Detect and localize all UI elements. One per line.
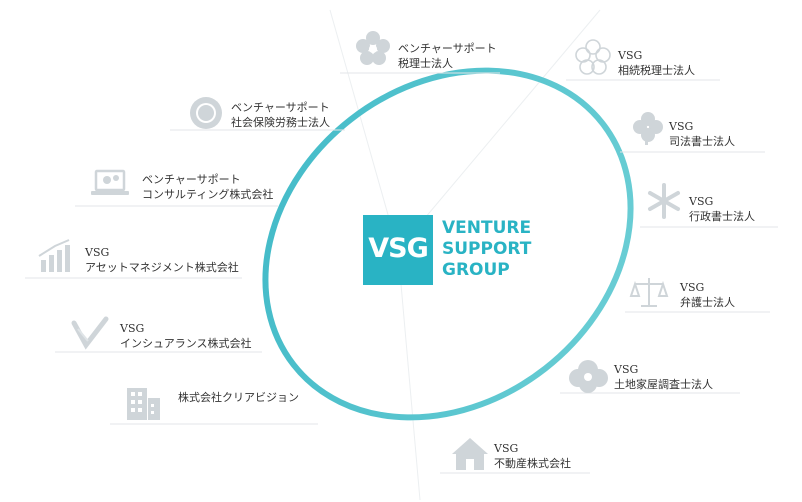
- house-icon: [452, 438, 488, 470]
- entity-prefix: ベンチャーサポート: [398, 42, 497, 55]
- entity-name: インシュアランス株式会社: [120, 337, 252, 350]
- vsg-logo-mark: VSG: [363, 215, 433, 285]
- entity-consulting[interactable]: ベンチャーサポート コンサルティング株式会社: [142, 172, 273, 202]
- cloud-flower-icon: [569, 360, 608, 393]
- snowflake-flower-icon: [648, 183, 680, 219]
- entity-souzoku[interactable]: VSG 相続税理士法人: [618, 48, 695, 78]
- entity-prefix: VSG: [618, 49, 643, 62]
- logo-word-group: GROUP: [442, 260, 510, 280]
- entity-insurance[interactable]: VSG インシュアランス株式会社: [120, 321, 252, 351]
- logo-word-venture: VENTURE: [442, 218, 532, 238]
- entity-prefix: VSG: [494, 442, 519, 455]
- entity-name: 税理士法人: [398, 57, 453, 70]
- entity-name: 土地家屋調査士法人: [614, 378, 713, 391]
- cherry-blossom-icon: [575, 39, 611, 75]
- entity-name: 社会保険労務士法人: [231, 116, 330, 129]
- entity-name: 株式会社クリアビジョン: [178, 391, 299, 404]
- cherry-blossom-icon: [356, 31, 390, 65]
- entity-shihou[interactable]: VSG 司法書士法人: [669, 119, 735, 149]
- entity-sharoushi[interactable]: ベンチャーサポート 社会保険労務士法人: [231, 100, 330, 130]
- building-icon: [127, 388, 160, 420]
- entity-name: コンサルティング株式会社: [142, 188, 274, 201]
- logo-mark-text: VSG: [368, 233, 429, 264]
- entity-name: アセットマネジメント株式会社: [85, 261, 239, 274]
- entity-prefix: VSG: [120, 322, 145, 335]
- entity-underlines: [25, 72, 778, 474]
- checkmark-icon: [71, 316, 109, 350]
- entity-prefix: VSG: [85, 246, 110, 259]
- laptop-gears-icon: [91, 169, 129, 195]
- entity-prefix: VSG: [669, 120, 694, 133]
- entity-prefix: ベンチャーサポート: [142, 173, 241, 186]
- entity-name: 弁護士法人: [680, 296, 735, 309]
- entity-prefix: VSG: [689, 195, 714, 208]
- vsg-logo-words: VENTURE SUPPORT GROUP: [442, 218, 531, 281]
- background-rays: [329, 9, 601, 501]
- entity-tochi[interactable]: VSG 土地家屋調査士法人: [614, 362, 713, 392]
- entity-bengo[interactable]: VSG 弁護士法人: [680, 280, 735, 310]
- entity-prefix: ベンチャーサポート: [231, 101, 330, 114]
- entity-fudousan[interactable]: VSG 不動産株式会社: [494, 441, 571, 471]
- entity-gyousei[interactable]: VSG 行政書士法人: [689, 194, 755, 224]
- entity-prefix: VSG: [614, 363, 639, 376]
- entity-clearvision[interactable]: 株式会社クリアビジョン: [178, 390, 299, 405]
- clover-icon: [633, 112, 663, 145]
- entity-name: 司法書士法人: [669, 135, 735, 148]
- entity-asset[interactable]: VSG アセットマネジメント株式会社: [85, 245, 239, 275]
- entity-zeirishi[interactable]: ベンチャーサポート 税理士法人: [398, 41, 497, 71]
- chrysanthemum-icon: [190, 97, 222, 129]
- scales-icon: [629, 278, 669, 307]
- entity-prefix: VSG: [680, 281, 705, 294]
- entity-name: 相続税理士法人: [618, 64, 695, 77]
- bar-chart-icon: [38, 239, 70, 272]
- entity-name: 行政書士法人: [689, 210, 755, 223]
- logo-word-support: SUPPORT: [442, 239, 532, 259]
- group-ring: [262, 67, 634, 421]
- entity-name: 不動産株式会社: [494, 457, 571, 470]
